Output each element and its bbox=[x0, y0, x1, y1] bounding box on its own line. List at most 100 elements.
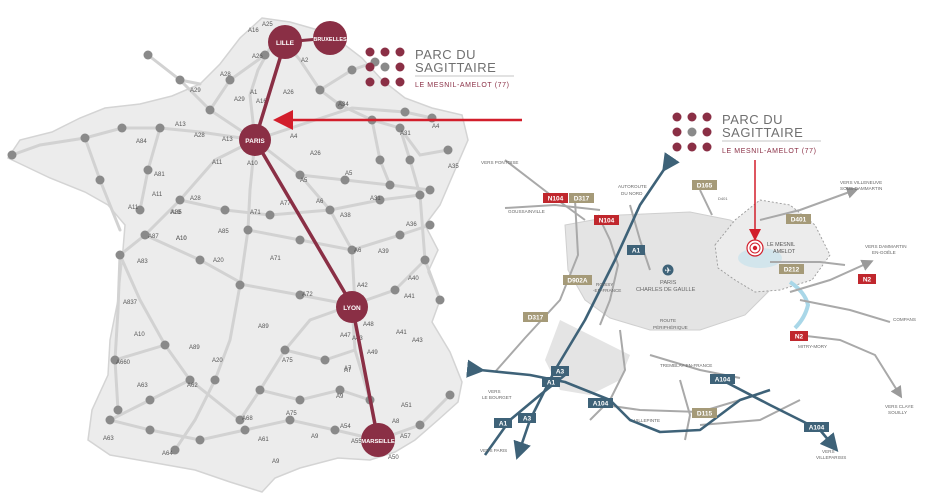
road-label: A63 bbox=[137, 383, 148, 389]
shield-a3-a: A3 bbox=[551, 366, 569, 376]
svg-text:D401: D401 bbox=[791, 217, 807, 224]
label-villeneuve-2: SOUS-DAMMARTIN bbox=[840, 186, 882, 191]
label-compans: COMPANS bbox=[893, 317, 916, 322]
road-label: A63 bbox=[103, 436, 114, 442]
main-route bbox=[253, 41, 380, 441]
road-label: A62 bbox=[187, 383, 198, 389]
svg-text:N2: N2 bbox=[795, 334, 804, 341]
brand-logo-top: PARC DU SAGITTAIRE LE MESNIL-AMELOT (77) bbox=[365, 47, 514, 89]
road-label: A20 bbox=[213, 258, 224, 264]
road-label: A85 bbox=[171, 210, 182, 216]
road-label: A71 bbox=[270, 256, 281, 262]
label-autoroute-1: AUTOROUTE bbox=[618, 184, 647, 189]
road-label: A6 bbox=[354, 248, 362, 254]
road-label: A84 bbox=[136, 139, 147, 145]
shield-a1-c: A1 bbox=[494, 418, 512, 428]
road-label: A54 bbox=[340, 424, 351, 430]
road-label: A48 bbox=[363, 322, 374, 328]
road-label: A20 bbox=[212, 358, 223, 364]
road-label: A51 bbox=[401, 403, 412, 409]
road-label: A39 bbox=[378, 249, 389, 255]
road-label: A81 bbox=[154, 172, 165, 178]
label-dammartin-2: EN-GOËLE bbox=[872, 249, 896, 255]
label-vers-paris: VERS PARIS bbox=[480, 448, 507, 453]
label-bourget-1: VERS bbox=[488, 389, 501, 394]
brand-title-2: SAGITTAIRE bbox=[415, 60, 496, 75]
svg-text:A104: A104 bbox=[593, 401, 609, 408]
label-vers-pontoise: VERS PONTOISE bbox=[481, 160, 518, 165]
svg-text:N104: N104 bbox=[548, 196, 564, 203]
road-label: A10 bbox=[134, 332, 145, 338]
road-label: A28 bbox=[194, 133, 205, 139]
road-label: A83 bbox=[137, 259, 148, 265]
road-label: A16 bbox=[248, 28, 259, 34]
svg-text:D317: D317 bbox=[574, 196, 590, 203]
shield-d115: D115 bbox=[692, 408, 717, 418]
label-villeparisis-1: VERS bbox=[822, 449, 835, 454]
svg-text:D317: D317 bbox=[528, 315, 544, 322]
svg-text:A104: A104 bbox=[715, 377, 731, 384]
label-bourget-2: LE BOURGET bbox=[482, 395, 512, 400]
shield-n104-b: N104 bbox=[594, 215, 619, 225]
road-label: A57 bbox=[400, 434, 411, 440]
city-lille: LILLE bbox=[268, 25, 302, 59]
road-label: A28 bbox=[190, 196, 201, 202]
road-label: A29 bbox=[190, 88, 201, 94]
shield-a104-a: A104 bbox=[710, 374, 735, 384]
road-label: A25 bbox=[262, 22, 273, 28]
airplane-icon: ✈ bbox=[662, 264, 674, 276]
road-label: A1 bbox=[250, 90, 258, 96]
road-label: A29 bbox=[234, 97, 245, 103]
svg-text:D115: D115 bbox=[697, 411, 713, 418]
shield-d902a: D902A bbox=[563, 275, 592, 285]
brand-title-2b: SAGITTAIRE bbox=[722, 125, 803, 140]
road-label: A13 bbox=[222, 137, 233, 143]
road-label: A4 bbox=[432, 124, 440, 130]
svg-text:D165: D165 bbox=[697, 183, 713, 190]
shield-d212: D212 bbox=[779, 264, 804, 274]
svg-text:BRUXELLES: BRUXELLES bbox=[313, 37, 347, 43]
road-label: A11 bbox=[128, 205, 139, 211]
road-label: A47 bbox=[340, 333, 351, 339]
label-autoroute-2: DU NORD bbox=[621, 191, 643, 196]
road-label: A61 bbox=[258, 437, 269, 443]
road-label: A85 bbox=[218, 229, 229, 235]
label-mesnil-2: AMELOT bbox=[773, 249, 796, 255]
label-mesnil-1: LE MESNIL bbox=[767, 242, 795, 248]
label-tremblay: TREMBLAY-EN-FRANCE bbox=[660, 363, 712, 368]
svg-text:A3: A3 bbox=[523, 416, 532, 423]
shield-n2-a: N2 bbox=[858, 274, 876, 284]
road-label: A5 bbox=[345, 171, 353, 177]
shield-a1-a: A1 bbox=[627, 245, 645, 255]
brand-subtitle-b: LE MESNIL-AMELOT (77) bbox=[722, 148, 817, 155]
shield-a104-b: A104 bbox=[588, 398, 613, 408]
road-label: A837 bbox=[123, 300, 138, 306]
svg-text:✈: ✈ bbox=[665, 266, 672, 275]
logo-dots bbox=[365, 47, 405, 87]
brand-title-1: PARC DU bbox=[415, 47, 476, 62]
road-label: A7 bbox=[344, 366, 352, 372]
shield-n104-a: N104 bbox=[543, 193, 568, 203]
road-label: A77 bbox=[280, 201, 291, 207]
brand-logo-local: PARC DU SAGITTAIRE LE MESNIL-AMELOT (77) bbox=[672, 112, 821, 155]
road-label: A26 bbox=[283, 90, 294, 96]
road-label: A13 bbox=[175, 122, 186, 128]
shield-d401: D401 bbox=[786, 214, 811, 224]
local-map: ✈ VERS PONTOISE GOUSSAINVILLE AUTOROUTE … bbox=[466, 152, 916, 460]
shield-a104-c: A104 bbox=[804, 422, 829, 432]
svg-text:A1: A1 bbox=[499, 421, 508, 428]
label-claye-2: SOUILLY bbox=[888, 410, 907, 415]
road-label: A72 bbox=[302, 292, 313, 298]
svg-text:N2: N2 bbox=[863, 277, 872, 284]
label-villeneuve-1: VERS VILLENEUVE bbox=[840, 180, 882, 185]
road-label: A41 bbox=[404, 294, 415, 300]
label-dammartin-1: VERS DAMMARTIN bbox=[865, 244, 907, 249]
shield-d317-a: D317 bbox=[569, 193, 594, 203]
road-label: A7 bbox=[344, 368, 352, 374]
svg-text:N104: N104 bbox=[599, 218, 615, 225]
road-label: A75 bbox=[282, 358, 293, 364]
road-label: A10 bbox=[247, 161, 258, 167]
road-label: A31 bbox=[400, 131, 411, 137]
logo-dots-2 bbox=[672, 112, 712, 152]
